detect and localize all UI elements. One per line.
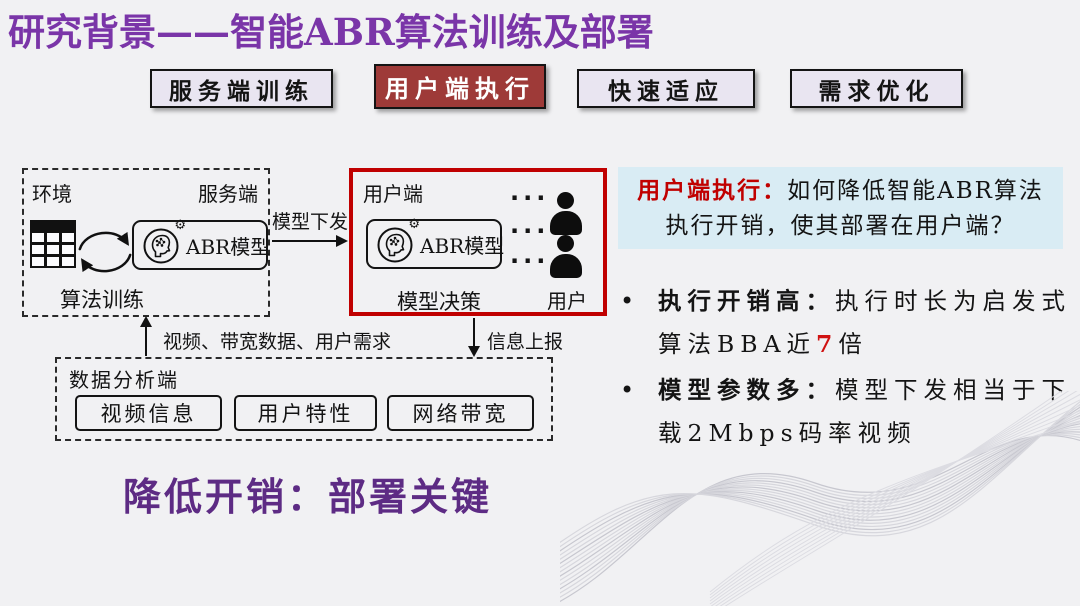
client-region-label: 用户端 [363, 182, 423, 206]
feedback-arrow-head [140, 316, 152, 327]
abr-model-label: ABR模型 [186, 234, 271, 259]
tab-demand-optimization[interactable]: 需求优化 [790, 69, 963, 108]
model-deploy-label: 模型下发 [272, 211, 349, 233]
algorithm-training-label: 算法训练 [60, 288, 144, 312]
server-region-label: 服务端 [198, 182, 258, 206]
abr-model-box-server: ⚙ ABR模型 [132, 218, 271, 270]
info-report-label: 信息上报 [487, 331, 564, 353]
key-takeaway: 降低开销：部署关键 [123, 474, 493, 519]
network-bandwidth-box: 网络带宽 [387, 395, 534, 431]
highlight-number: 7 [816, 330, 839, 358]
bullet-exec-overhead: • 执行开销高：执行时长为启发式 算法BBA近7倍 [620, 280, 1072, 366]
deploy-arrow-line [272, 240, 338, 242]
model-decision-label: 模型决策 [397, 290, 481, 314]
abr-model-box-client: ⚙ ABR模型 [366, 217, 505, 269]
feedback-data-label: 视频、带宽数据、用户需求 [163, 331, 392, 353]
question-line-1: 用户端执行：如何降低智能ABR算法 [637, 176, 1044, 204]
ellipsis: ··· [510, 217, 550, 245]
user-icon [550, 192, 582, 235]
server-region: 环境 服务端 ⚙ [22, 168, 270, 317]
tab-client-execution[interactable]: 用户端执行 [374, 64, 546, 109]
question-lead: 用户端执行： [637, 176, 788, 204]
bullet-model-params: • 模型参数多：模型下发相当于下 载2Mbps码率视频 [620, 369, 1072, 455]
ai-brain-icon [377, 227, 413, 263]
deploy-arrow-head [336, 235, 348, 247]
feedback-arrow-line [145, 326, 147, 356]
user-traits-box: 用户特性 [234, 395, 377, 431]
user-icon [550, 235, 582, 278]
ellipsis: ··· [510, 247, 550, 275]
data-analysis-region: 数据分析端 视频信息 用户特性 网络带宽 [55, 357, 553, 441]
client-region: 用户端 ⚙ ABR模型 模型决策 ··· ··· ··· 用户 [349, 168, 607, 316]
tab-fast-adaptation[interactable]: 快速适应 [577, 69, 755, 108]
dataset-table-icon [30, 220, 76, 268]
ai-brain-icon [143, 228, 179, 264]
abr-model-label: ABR模型 [420, 233, 505, 258]
gear-icon: ⚙ [174, 218, 186, 233]
gear-icon: ⚙ [408, 217, 420, 232]
data-analysis-label: 数据分析端 [69, 368, 179, 392]
page-title: 研究背景——智能ABR算法训练及部署 [8, 10, 654, 54]
tab-server-training[interactable]: 服务端训练 [150, 69, 333, 108]
ellipsis: ··· [510, 184, 550, 212]
bullet-list: • 执行开销高：执行时长为启发式 算法BBA近7倍 • 模型参数多：模型下发相当… [620, 280, 1072, 458]
video-info-box: 视频信息 [75, 395, 222, 431]
users-label: 用户 [547, 289, 587, 313]
question-box: 用户端执行：如何降低智能ABR算法 执行开销，使其部署在用户端？ [618, 167, 1063, 249]
report-arrow-head [468, 346, 480, 357]
question-line-2: 执行开销，使其部署在用户端？ [665, 212, 1016, 239]
environment-label: 环境 [32, 182, 72, 206]
training-loop-icon [78, 231, 132, 273]
bullet-marker: • [620, 287, 635, 315]
bullet-marker: • [620, 376, 635, 404]
report-arrow-line [473, 318, 475, 347]
